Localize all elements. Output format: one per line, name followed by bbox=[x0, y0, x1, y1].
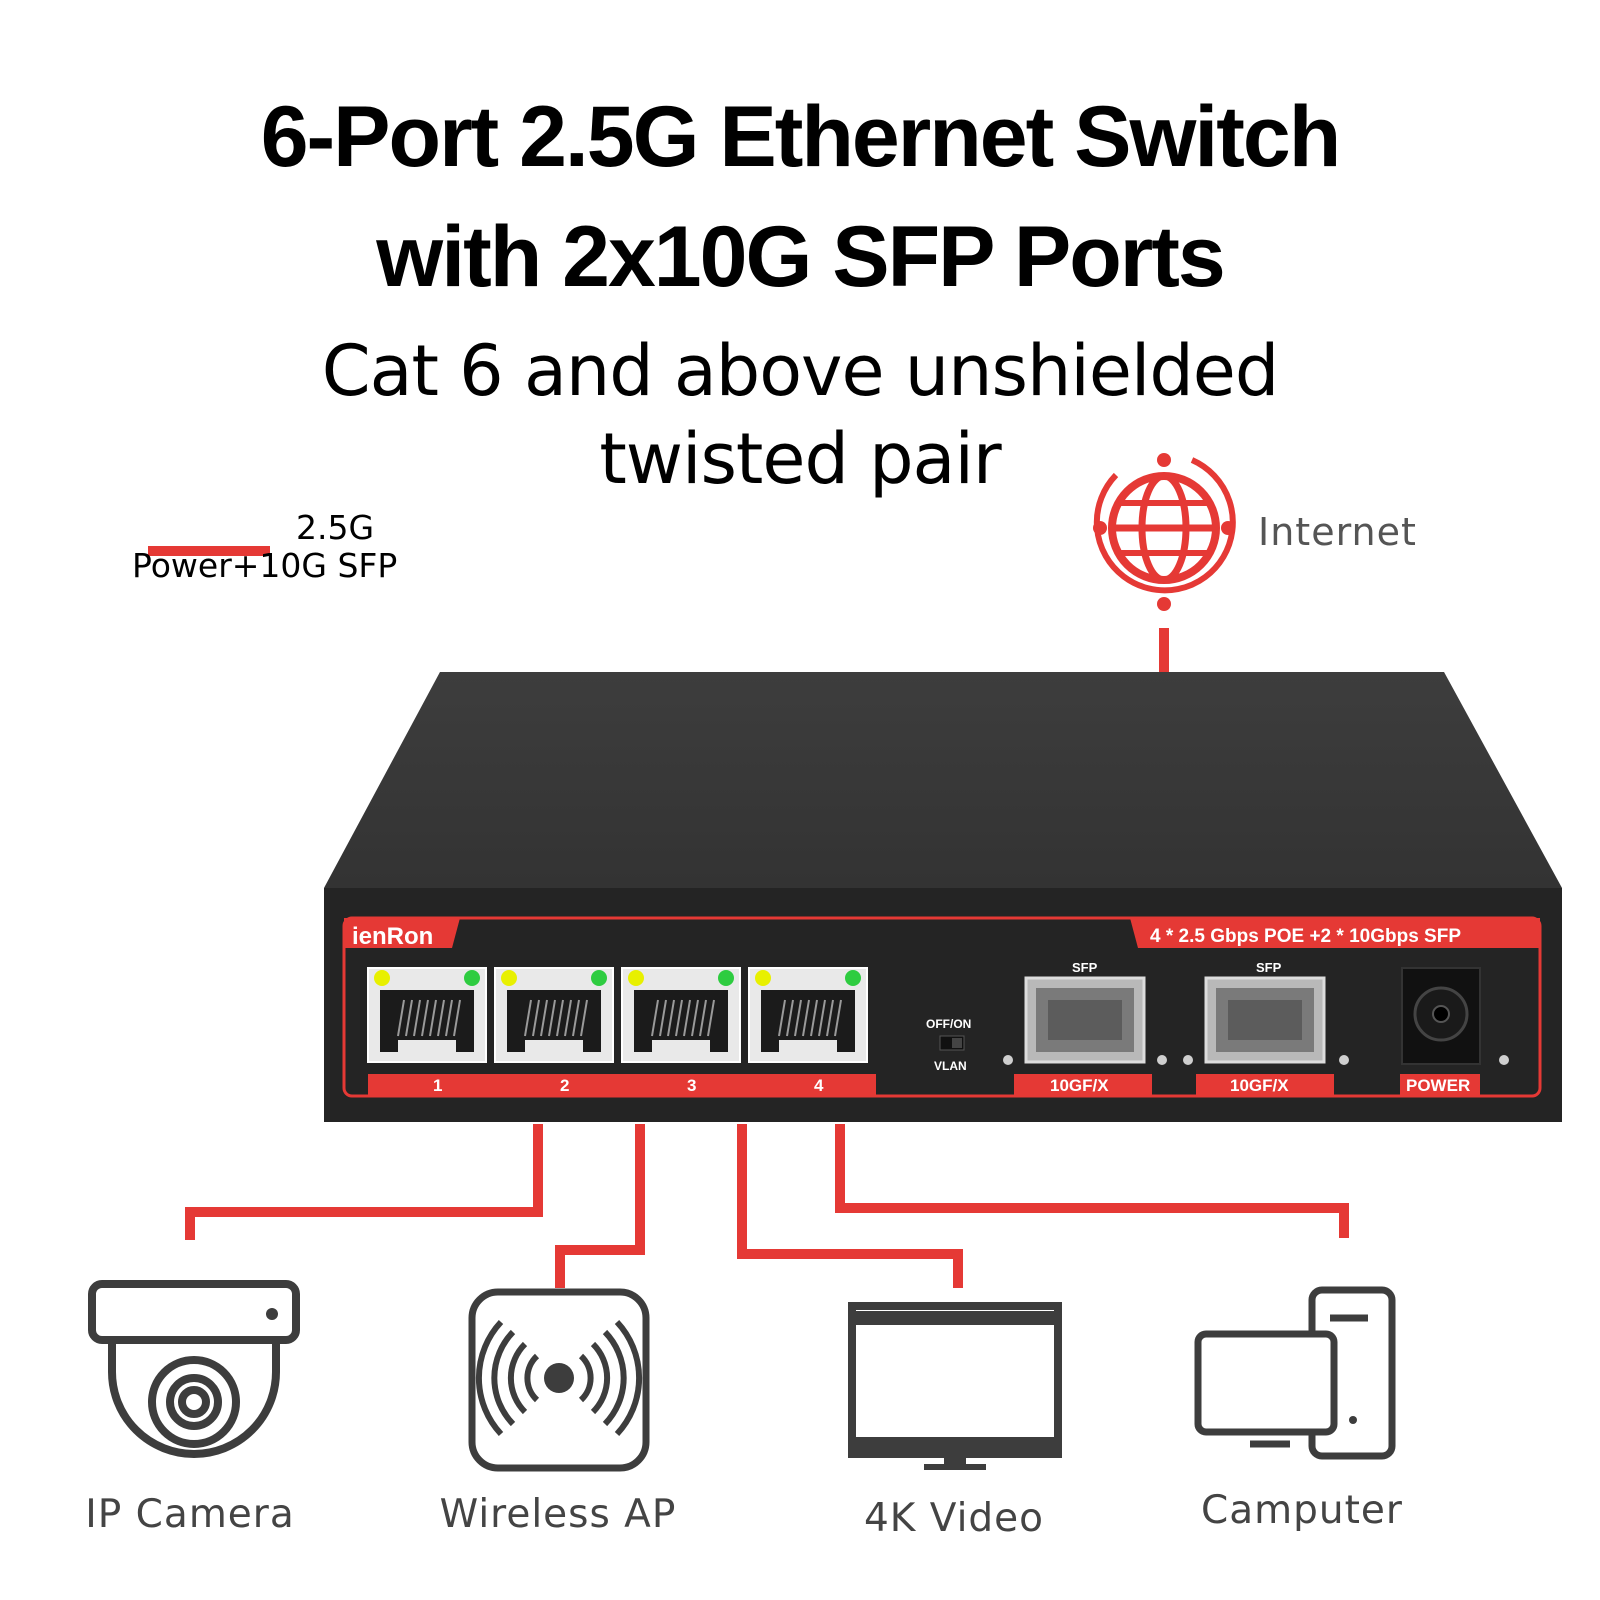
vlan-top-label: OFF/ON bbox=[926, 1017, 971, 1031]
port-number-label: 4 bbox=[814, 1076, 824, 1095]
port-number-label: 1 bbox=[433, 1076, 442, 1095]
legend-swatch bbox=[148, 546, 270, 556]
vlan-toggle[interactable]: OFF/ON VLAN bbox=[926, 1017, 971, 1073]
legend-label-2-5g: 2.5G bbox=[296, 508, 375, 547]
legend-label-power-sfp: Power+10G SFP bbox=[132, 546, 398, 585]
rj45-port-2[interactable] bbox=[494, 967, 614, 1063]
link-led-green bbox=[845, 970, 861, 986]
sfp-port-2[interactable]: SFP 10GF/X bbox=[1183, 960, 1349, 1096]
port-number-label: 2 bbox=[560, 1076, 569, 1095]
page-title-line-1: 6-Port 2.5G Ethernet Switch bbox=[260, 89, 1342, 185]
power-label: POWER bbox=[1406, 1076, 1470, 1095]
link-led-yellow bbox=[501, 970, 517, 986]
sfp-top-label: SFP bbox=[1072, 960, 1098, 975]
vlan-bottom-label: VLAN bbox=[934, 1059, 967, 1073]
link-led-green bbox=[464, 970, 480, 986]
sfp-port-label: 10GF/X bbox=[1230, 1076, 1289, 1095]
link-led-yellow bbox=[374, 970, 390, 986]
link-led-yellow bbox=[628, 970, 644, 986]
link-led-yellow bbox=[755, 970, 771, 986]
link-led-green bbox=[718, 970, 734, 986]
monitor-icon bbox=[848, 1302, 1062, 1470]
page-title-line-2: with 2x10G SFP Ports bbox=[376, 209, 1225, 305]
sfp-port-label: 10GF/X bbox=[1050, 1076, 1109, 1095]
port-number-label: 3 bbox=[687, 1076, 696, 1095]
sfp-port-1[interactable]: SFP 10GF/X bbox=[1003, 960, 1167, 1096]
device-label-ip-camera: IP Camera bbox=[85, 1492, 295, 1537]
spec-label: 4 * 2.5 Gbps POE +2 * 10Gbps SFP bbox=[1150, 926, 1461, 947]
rj45-port-3[interactable] bbox=[621, 967, 741, 1063]
computer-icon bbox=[1194, 1286, 1396, 1460]
subtitle-line-1: Cat 6 and above unshielded bbox=[321, 330, 1280, 412]
device-label-computer: Camputer bbox=[1201, 1488, 1403, 1533]
device-links bbox=[185, 1124, 1349, 1288]
rj45-port-1[interactable] bbox=[367, 967, 487, 1063]
device-label-4k-video: 4K Video bbox=[863, 1496, 1045, 1541]
internet-label: Internet bbox=[1258, 510, 1417, 554]
globe-icon bbox=[1093, 453, 1236, 611]
rj45-port-group: 1 2 3 4 bbox=[367, 967, 876, 1096]
sfp-top-label: SFP bbox=[1256, 960, 1282, 975]
device-label-wireless-ap: Wireless AP bbox=[439, 1492, 677, 1537]
ip-camera-icon bbox=[88, 1280, 300, 1458]
subtitle-line-2: twisted pair bbox=[599, 418, 1001, 500]
wireless-ap-icon bbox=[468, 1288, 650, 1472]
brand-logo: ienRon bbox=[352, 923, 433, 950]
rj45-port-4[interactable] bbox=[748, 967, 868, 1063]
power-jack[interactable]: POWER bbox=[1400, 967, 1509, 1096]
link-led-green bbox=[591, 970, 607, 986]
port-number-bar bbox=[368, 1074, 876, 1096]
